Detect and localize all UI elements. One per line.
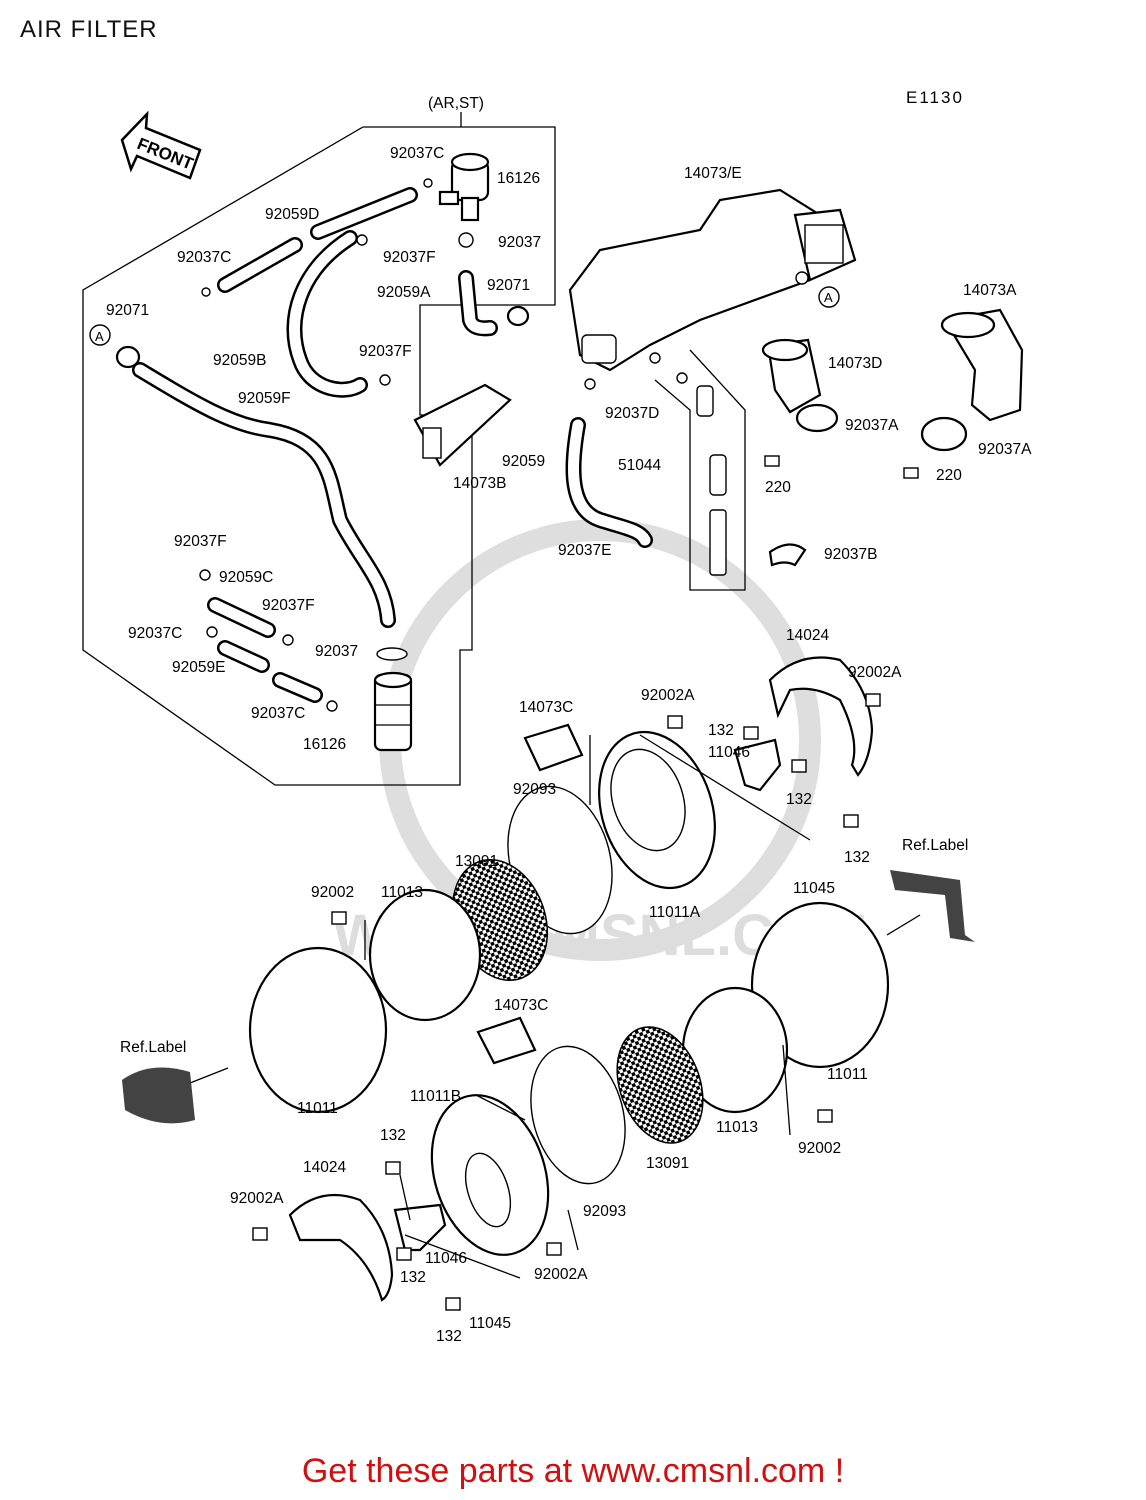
part-label[interactable]: 92002A <box>230 1190 284 1207</box>
intake-duct-assembly: A <box>413 188 1024 591</box>
part-label[interactable]: 92037C <box>251 705 305 722</box>
ref-label-left: Ref.Label <box>120 1039 186 1056</box>
part-label[interactable]: 92037D <box>605 405 659 422</box>
part-label[interactable]: 92059B <box>213 352 266 369</box>
part-label[interactable]: 14024 <box>303 1159 346 1176</box>
ref-label-logo-left: Ref.Label <box>120 1039 195 1124</box>
svg-text:A: A <box>824 290 833 305</box>
ref-label-logo-right: Ref.Label <box>890 837 975 942</box>
part-label[interactable]: 92002 <box>311 884 354 901</box>
part-label[interactable]: 11046 <box>425 1250 467 1267</box>
ar-st-region: (AR,ST) <box>82 95 556 786</box>
part-label[interactable]: 11011B <box>410 1088 461 1105</box>
part-label[interactable]: 14073/E <box>684 165 742 182</box>
air-filter-assembly-right <box>189 656 921 1311</box>
part-label[interactable]: 92002A <box>848 664 902 681</box>
part-label[interactable]: 14073C <box>519 699 573 716</box>
part-label[interactable]: 92059D <box>265 206 319 223</box>
part-label[interactable]: 11013 <box>381 884 423 901</box>
part-label[interactable]: 11013 <box>716 1119 758 1136</box>
part-label[interactable]: 92059F <box>238 390 291 407</box>
part-label[interactable]: 92002A <box>534 1266 588 1283</box>
part-label[interactable]: 92059E <box>172 659 225 676</box>
part-label[interactable]: 92037F <box>383 249 436 266</box>
part-label[interactable]: 14073D <box>828 355 882 372</box>
part-label[interactable]: 11011 <box>297 1100 338 1117</box>
part-label[interactable]: 92037A <box>845 417 899 434</box>
part-label[interactable]: 51044 <box>618 457 661 474</box>
part-label[interactable]: 11011 <box>827 1066 868 1083</box>
variant-label: (AR,ST) <box>428 95 484 112</box>
page-title: AIR FILTER <box>20 16 158 43</box>
part-label[interactable]: 132 <box>400 1269 426 1286</box>
part-label[interactable]: 132 <box>436 1328 462 1345</box>
part-label[interactable]: 11045 <box>469 1315 511 1332</box>
svg-text:A: A <box>95 329 104 344</box>
part-label[interactable]: 92002A <box>641 687 695 704</box>
part-label[interactable]: 13091 <box>646 1155 689 1172</box>
part-label[interactable]: 92002 <box>798 1140 841 1157</box>
part-label[interactable]: 14073C <box>494 997 548 1014</box>
part-label[interactable]: 14024 <box>786 627 829 644</box>
diagram-code: E1130 <box>906 88 964 107</box>
part-label[interactable]: 132 <box>708 722 734 739</box>
part-label[interactable]: 92071 <box>106 302 149 319</box>
part-label[interactable]: 92037F <box>262 597 315 614</box>
part-label[interactable]: 92093 <box>513 781 556 798</box>
part-label[interactable]: 220 <box>765 479 791 496</box>
part-label[interactable]: 92037C <box>177 249 231 266</box>
footer-promo-link[interactable]: Get these parts at www.cmsnl.com ! <box>301 1452 845 1490</box>
part-label[interactable]: 132 <box>786 791 812 808</box>
part-label[interactable]: 92037 <box>315 643 358 660</box>
part-label[interactable]: 92059 <box>502 453 545 470</box>
vacuum-valve-assembly: A <box>89 152 530 752</box>
part-label[interactable]: 14073A <box>963 282 1017 299</box>
part-label[interactable]: 11011A <box>649 904 701 921</box>
part-label[interactable]: 92037C <box>128 625 182 642</box>
part-label[interactable]: 14073B <box>453 475 506 492</box>
part-label[interactable]: 132 <box>844 849 870 866</box>
part-label[interactable]: 92037F <box>359 343 412 360</box>
part-label[interactable]: 92037 <box>498 234 541 251</box>
front-arrow-icon: FRONT <box>120 110 202 180</box>
part-label[interactable]: 92059C <box>219 569 273 586</box>
part-label[interactable]: 13091 <box>455 853 498 870</box>
part-label[interactable]: 92037A <box>978 441 1032 458</box>
part-label[interactable]: 16126 <box>497 170 540 187</box>
part-label[interactable]: 11045 <box>793 880 835 897</box>
part-label[interactable]: 16126 <box>303 736 346 753</box>
part-label[interactable]: 92037E <box>558 542 611 559</box>
part-label[interactable]: 11046 <box>708 744 750 761</box>
part-label[interactable]: 92071 <box>487 277 530 294</box>
part-label[interactable]: 92037B <box>824 546 877 563</box>
part-label[interactable]: 92037C <box>390 145 444 162</box>
part-label[interactable]: 132 <box>380 1127 406 1144</box>
part-label[interactable]: 92093 <box>583 1203 626 1220</box>
part-label[interactable]: 92037F <box>174 533 227 550</box>
ref-label-right: Ref.Label <box>902 837 968 854</box>
part-label[interactable]: 92059A <box>377 284 431 301</box>
part-labels: 92037C 16126 92059D 92037 92037F 92037C … <box>106 145 1032 1345</box>
part-label[interactable]: 220 <box>936 467 962 484</box>
